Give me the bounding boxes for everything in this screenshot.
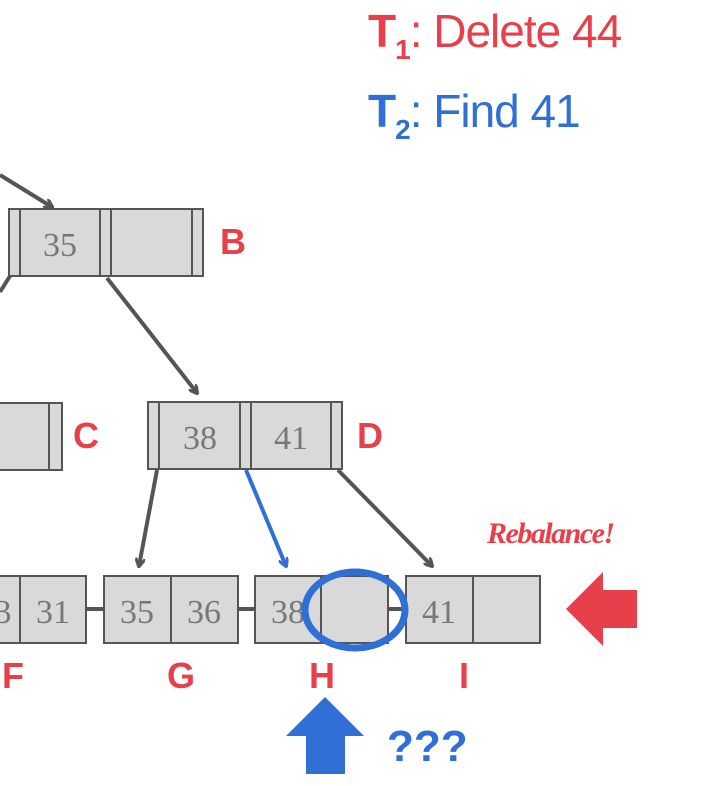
leaf-H-label: H (309, 655, 335, 696)
leaf-F-label: F (2, 655, 24, 696)
t2-find-title: T2: Find 41 (368, 84, 581, 144)
leaf-I-label: I (459, 655, 469, 696)
edge-B-to-C (0, 274, 12, 294)
t1-letter: T (368, 5, 396, 57)
edge-D-to-I (336, 468, 432, 566)
leaf-G: 35 36 (103, 575, 239, 644)
node-B: 35 (8, 208, 204, 277)
node-D-key-1: 38 (183, 420, 217, 457)
rebalance-label: Rebalance! (486, 517, 614, 550)
leaf-H: 38 (254, 575, 389, 644)
leaf-F-key-2: 31 (36, 594, 70, 631)
t2-subscript: 2 (395, 114, 411, 145)
edge-root-to-B (0, 173, 52, 207)
t2-letter: T (368, 85, 396, 137)
edge-D-to-G (139, 469, 159, 566)
up-arrow-icon (286, 697, 364, 774)
t2-text: : Find 41 (409, 85, 581, 137)
node-B-key-1: 35 (43, 227, 77, 264)
node-B-label: B (220, 221, 246, 262)
leaf-F-key-1: 3 (0, 594, 12, 631)
leaf-I-key-1: 41 (422, 594, 456, 631)
node-D-label: D (357, 415, 383, 456)
empty-slot-highlight (301, 568, 409, 652)
leaf-G-key-1: 35 (120, 594, 154, 631)
leaf-F: 3 31 (0, 575, 87, 644)
node-C-label: C (73, 415, 99, 456)
leaf-G-key-2: 36 (187, 594, 221, 631)
leaf-I: 41 (405, 575, 541, 644)
edge-B-to-D (105, 276, 197, 393)
edge-D-to-H (244, 469, 286, 566)
leaf-H-key-1: 38 (271, 594, 305, 631)
tree-edges (0, 173, 432, 611)
rebalance-arrow-icon (566, 572, 637, 646)
t1-text: : Delete 44 (409, 5, 622, 57)
t1-delete-title: T1: Delete 44 (368, 4, 622, 64)
leaf-G-label: G (167, 655, 195, 696)
node-C (0, 402, 63, 471)
node-D-key-2: 41 (274, 420, 308, 457)
question-marks: ??? (387, 722, 468, 771)
node-D: 38 41 (147, 401, 343, 470)
t1-subscript: 1 (395, 34, 411, 65)
